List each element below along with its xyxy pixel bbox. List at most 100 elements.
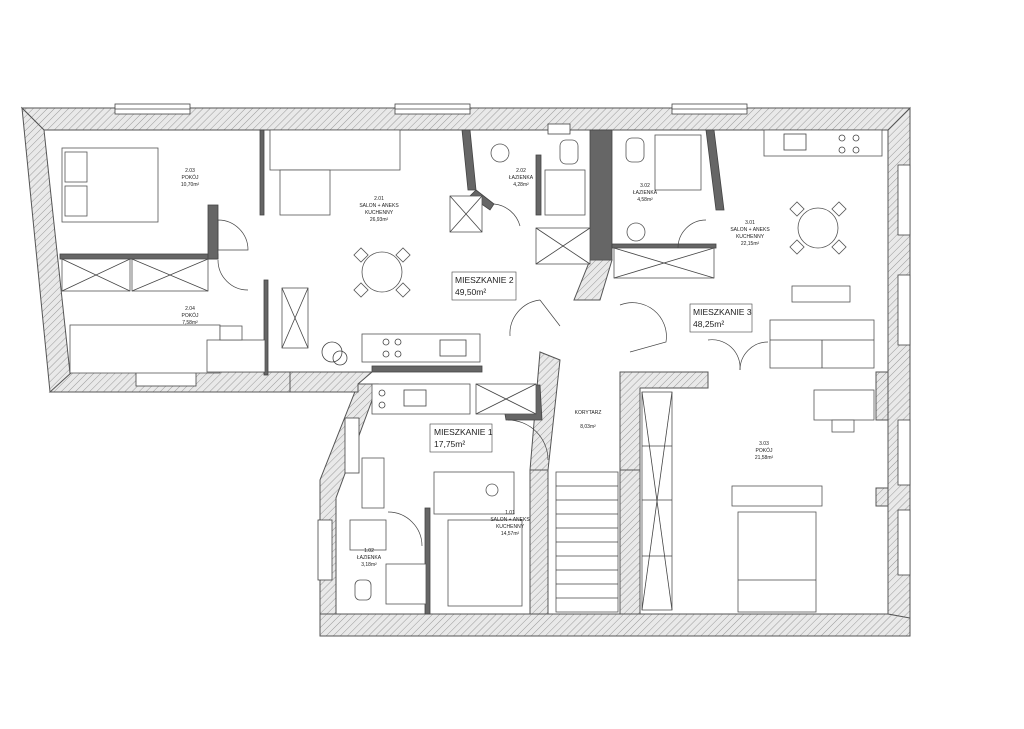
room-2-03-name: POKÓJ — [182, 174, 199, 181]
kitchen-counter-1-01 — [371, 383, 471, 415]
shower-1-02 — [385, 563, 427, 605]
wall-2-03-2-01 — [259, 129, 265, 216]
window-2-02 — [547, 123, 571, 135]
door-apt-3 — [619, 302, 667, 353]
shower-2-02 — [544, 169, 586, 216]
room-1-01-name2: KUCHENNY — [496, 524, 525, 530]
room-1-01-number: 1.01 — [505, 510, 515, 516]
room-3-02-area: 4,58m² — [637, 197, 653, 203]
window-2-04 — [135, 371, 197, 387]
room-2-04-name: POKÓJ — [182, 312, 199, 319]
table-3-01 — [797, 207, 839, 249]
wall-3-02-a — [705, 129, 725, 211]
room-corridor-number: KORYTARZ — [575, 410, 602, 416]
windows — [114, 103, 911, 581]
apartment-1-area: 17,75m² — [434, 439, 465, 449]
door-2-04 — [217, 259, 249, 291]
room-3-01-area: 22,15m² — [741, 241, 760, 247]
wall-corner — [289, 371, 374, 393]
door-2-02 — [493, 203, 521, 227]
outer-walls — [20, 106, 911, 637]
furniture-apt-1 — [349, 383, 537, 607]
bed-2-04 — [69, 324, 221, 374]
chair-3-03 — [831, 419, 855, 433]
furniture-apt-2 — [61, 129, 591, 374]
apartment-2-name: MIESZKANIE 2 — [455, 275, 514, 285]
sofa-2-01 — [269, 129, 401, 171]
sofa-chaise-2-01 — [279, 169, 331, 216]
room-3-01-number: 3.01 — [745, 220, 755, 226]
doors — [217, 203, 769, 547]
room-3-02-number: 3.02 — [640, 183, 650, 189]
wall-2-03-2-04 — [59, 253, 219, 260]
plant-2-01 — [321, 341, 343, 363]
room-3-01-name: SALON + ANEKS — [730, 227, 770, 233]
window-3-01-b — [897, 274, 911, 346]
window-1-01 — [344, 417, 360, 474]
room-2-04-number: 2.04 — [185, 306, 195, 312]
desk-2-04 — [206, 339, 266, 373]
window-1-02 — [317, 519, 333, 581]
room-3-01-name2: KUCHENNY — [736, 234, 765, 240]
wall-1-01-right — [529, 469, 549, 615]
tv-stand-3-01 — [791, 285, 851, 303]
sink-1-02 — [349, 519, 387, 551]
door-apt-1 — [507, 419, 549, 461]
wall-2-02-a — [461, 129, 477, 191]
room-1-02-number: 1.02 — [364, 548, 374, 554]
wall-3-03-right-mid — [875, 487, 889, 507]
apartment-3-area: 48,25m² — [693, 319, 724, 329]
window-3-03-b — [897, 509, 911, 576]
wall-2-04-right — [263, 279, 269, 376]
desk-3-03 — [813, 389, 875, 421]
wall-central-lower — [573, 259, 613, 301]
room-2-01-area: 26,93m² — [370, 217, 389, 223]
kitchen-counter-3-01 — [763, 129, 883, 157]
room-corridor-area: 8,03m² — [580, 424, 596, 430]
door-3-01 — [707, 339, 741, 371]
chair-2-04 — [219, 325, 243, 341]
sofa-1-01 — [447, 519, 523, 607]
wall-3-03-left — [619, 469, 641, 615]
room-3-02-name: ŁAZIENKA — [633, 190, 658, 196]
furniture-apt-3 — [613, 129, 883, 613]
room-2-01-name: SALON + ANEKS — [359, 203, 399, 209]
toilet-2-02 — [559, 139, 579, 165]
room-3-03-name: POKÓJ — [756, 447, 773, 454]
wall-1-01-top — [371, 365, 483, 373]
room-1-02-name: ŁAZIENKA — [357, 555, 382, 561]
wall-3-02-b — [611, 243, 717, 249]
wall-bottom — [319, 613, 911, 637]
bed-3-03 — [737, 511, 817, 613]
room-2-02-area: 4,28m² — [513, 182, 529, 188]
room-2-04-area: 7,58m² — [182, 320, 198, 326]
wall-1-02-right — [424, 507, 431, 615]
door-1-02 — [387, 511, 423, 547]
pillow-2-03-b — [64, 185, 88, 217]
kitchen-counter-2-01 — [361, 333, 481, 363]
sink-3-02 — [626, 222, 646, 242]
wall-central — [589, 129, 613, 261]
wall-3-03-right-top — [875, 371, 889, 421]
door-2-03 — [217, 219, 249, 251]
tv-stand-1-01 — [361, 457, 385, 509]
apartment-3-name: MIESZKANIE 3 — [693, 307, 752, 317]
shower-3-02 — [654, 134, 702, 191]
staircase — [555, 471, 619, 613]
wall-closet-2-03 — [207, 204, 219, 260]
room-1-01-name: SALON + ANEKS — [490, 517, 530, 523]
room-3-03-area: 21,58m² — [755, 455, 774, 461]
room-2-03-area: 10,70m² — [181, 182, 200, 188]
apartment-3-label: MIESZKANIE 3 48,25m² — [689, 303, 753, 333]
toilet-3-02 — [625, 137, 645, 163]
door-3-02 — [677, 219, 707, 249]
room-1-02-area: 3,18m² — [361, 562, 377, 568]
room-2-01-number: 2.01 — [374, 196, 384, 202]
interior-walls — [59, 129, 889, 615]
table-2-01 — [361, 251, 403, 293]
apartment-labels: MIESZKANIE 1 17,75m² MIESZKANIE 2 49,50m… — [429, 271, 753, 453]
apartment-1-name: MIESZKANIE 1 — [434, 427, 493, 437]
apartment-2-area: 49,50m² — [455, 287, 486, 297]
